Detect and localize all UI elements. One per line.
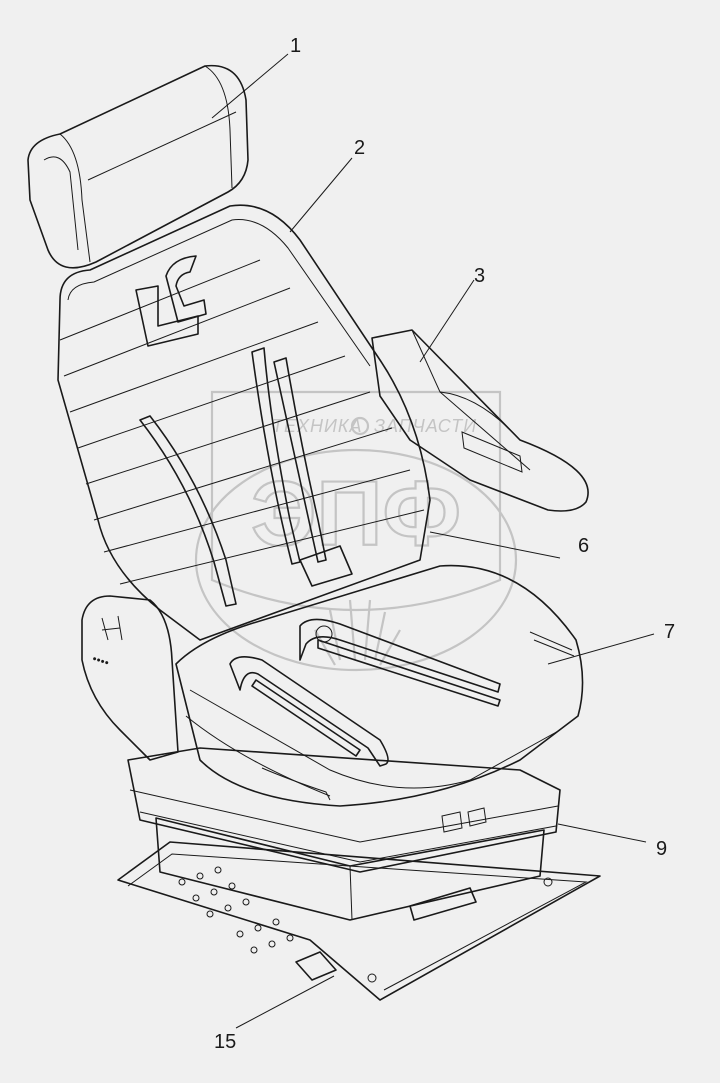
headrest [27,64,249,269]
callout-2: 2 [354,137,365,159]
adjust-icons [441,807,487,833]
callout-6: 6 [578,535,589,557]
armrest [371,329,589,512]
suspension-base [127,747,561,921]
adjust-lever [409,887,477,921]
leader-lines [211,53,655,1029]
watermark-text-right: ЗАПЧАСТИ [374,416,477,436]
watermark-text-left: ТЕХНИКА [272,416,363,436]
slide-rail-handle [295,951,337,981]
side-panel: ●●●● [81,595,179,761]
side-panel-brand: ●●●● [91,655,109,667]
seat-belts [139,347,353,607]
callout-7: 7 [664,621,675,643]
belt-buckle [299,545,353,587]
callout-9: 9 [656,838,667,860]
mounting-plate [117,841,601,1001]
callout-1: 1 [290,35,301,57]
callout-15: 15 [214,1031,236,1053]
armrest-controls [461,431,523,473]
callout-3: 3 [474,265,485,287]
gear-icon [350,416,370,436]
wheat-icon [314,599,401,666]
callouts: 1 2 3 6 7 9 15 [214,35,675,1053]
backrest-logo [135,285,199,347]
backrest [57,204,431,641]
seat-cushion [175,564,584,807]
watermark: ТЕХНИКА ЗАПЧАСТИ ЭПФ [194,390,518,672]
